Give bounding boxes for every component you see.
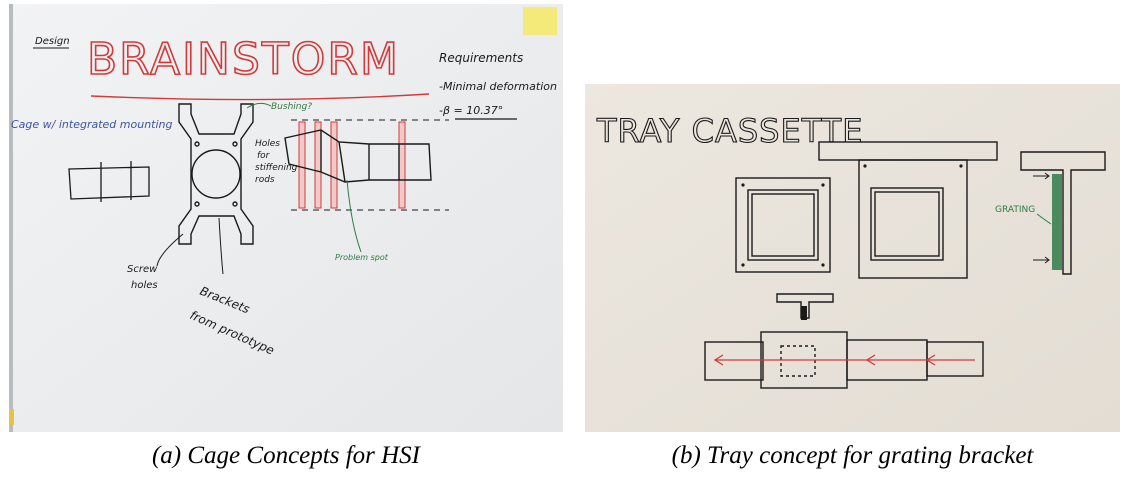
figure-b-caption: (b) Tray concept for grating bracket xyxy=(671,442,1034,469)
screw-holes-label: holes xyxy=(131,280,158,291)
grating-label: GRATING xyxy=(995,205,1035,215)
requirements-heading: Requirements xyxy=(439,51,523,65)
holes-label-line: rods xyxy=(255,175,275,185)
t-piece-sketch xyxy=(776,293,834,319)
figure-a-photo: Design BRAINSTORM Requirements -Minimal … xyxy=(9,4,563,432)
screw-holes-label: Screw xyxy=(127,264,158,275)
sticky-note xyxy=(523,7,557,35)
problem-spot-label: Problem spot xyxy=(335,253,389,262)
cage-label: Cage w/ integrated mounting xyxy=(11,118,173,131)
requirement-item: -β = 10.37° xyxy=(439,104,503,117)
cylinder-sketch xyxy=(68,161,150,202)
figure-b-photo: TRAY CASSETTE xyxy=(585,84,1120,432)
holes-label-line: for xyxy=(257,151,271,161)
figure-a-caption: (a) Cage Concepts for HSI xyxy=(151,442,421,469)
whiteboard-tray-cassette-sketch: TRAY CASSETTE xyxy=(585,84,1120,432)
design-label: Design xyxy=(35,36,70,47)
holes-label-line: Holes xyxy=(255,139,280,149)
bushing-label: Bushing? xyxy=(271,102,312,112)
holes-label-line: stiffening xyxy=(255,163,298,173)
brainstorm-title: BRAINSTORM xyxy=(87,34,400,85)
side-profile-sketch xyxy=(1020,151,1106,275)
small-frame-sketch xyxy=(735,177,831,273)
requirement-item: -Minimal deformation xyxy=(439,80,557,93)
large-frame-sketch xyxy=(858,159,968,279)
whiteboard-brainstorm-sketch: Design BRAINSTORM Requirements -Minimal … xyxy=(9,4,563,432)
cage-plate-sketch xyxy=(178,103,254,245)
grating-strip xyxy=(1052,174,1062,270)
tray-cassette-title: TRAY CASSETTE xyxy=(596,112,863,150)
tube-assembly-sketch xyxy=(284,119,449,253)
